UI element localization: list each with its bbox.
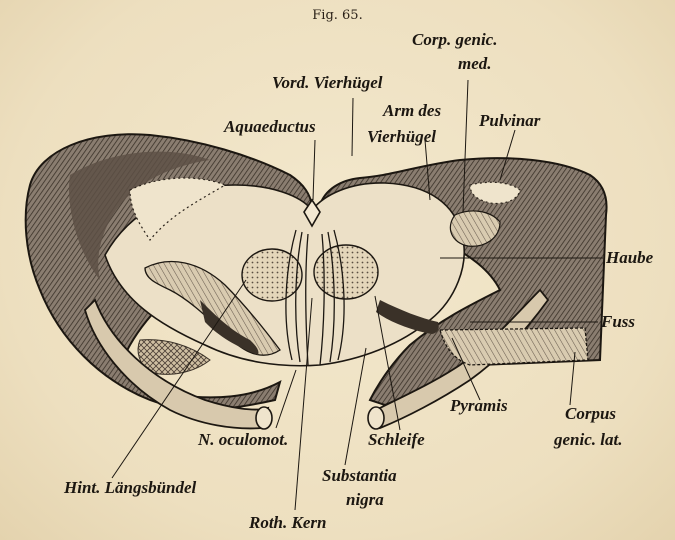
- label-pyramis: Pyramis: [450, 396, 508, 416]
- label-corp-genic-med: Corp. genic.: [412, 30, 497, 50]
- red-nucleus-left: [242, 249, 302, 301]
- label-roth-kern: Roth. Kern: [249, 513, 326, 533]
- label-aquaeductus: Aquaeductus: [224, 117, 316, 137]
- label-vord-vierhuegel: Vord. Vierhügel: [272, 73, 383, 93]
- label-hint-laengsbuendel: Hint. Längsbündel: [64, 478, 196, 498]
- figure-title: Fig. 65.: [0, 8, 675, 23]
- label-schleife: Schleife: [368, 430, 425, 450]
- label-fuss: Fuss: [601, 312, 635, 332]
- label-arm-des-vierhuegel: Arm des: [383, 101, 441, 121]
- label-corp-genic-med-2: med.: [458, 54, 492, 74]
- label-haube: Haube: [606, 248, 653, 268]
- label-arm-des-vierhuegel-2: Vierhügel: [367, 127, 436, 147]
- label-substantia-nigra-2: nigra: [346, 490, 384, 510]
- label-corpus-genic-lat-2: genic. lat.: [554, 430, 622, 450]
- label-n-oculomot: N. oculomot.: [198, 430, 288, 450]
- label-substantia-nigra: Substantia: [322, 466, 397, 486]
- label-corpus-genic-lat: Corpus: [565, 404, 616, 424]
- label-pulvinar: Pulvinar: [479, 111, 540, 131]
